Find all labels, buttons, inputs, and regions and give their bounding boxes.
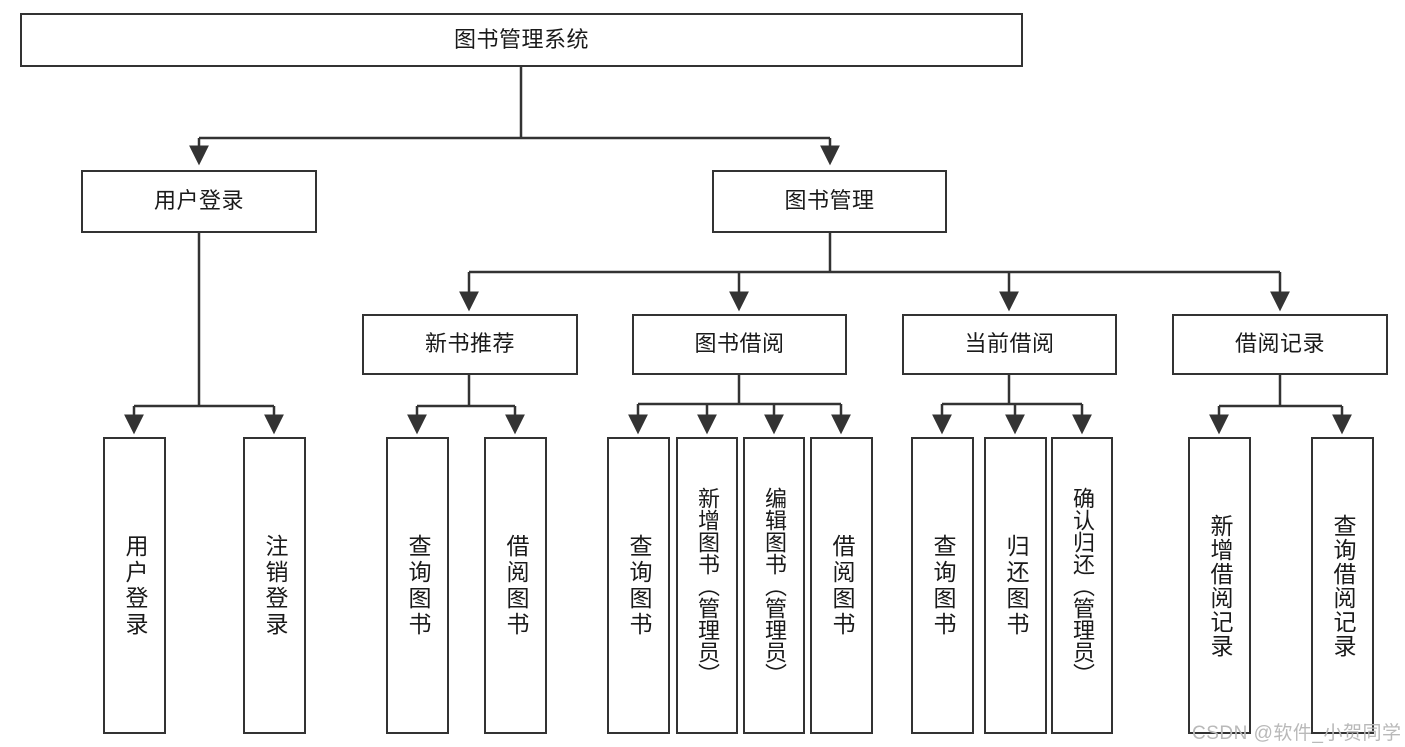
node-label: 图书管理系统 — [453, 26, 589, 52]
node-label: 图书管理 — [784, 188, 875, 214]
node-borrow-record[interactable]: 借阅记录 — [1172, 314, 1388, 375]
node-book-borrow[interactable]: 图书借阅 — [632, 314, 847, 375]
node-label: 查询借阅记录 — [1330, 513, 1356, 658]
node-label: 当前借阅 — [964, 331, 1055, 357]
node-leaf-query-borrow-record[interactable]: 查询借阅记录 — [1311, 437, 1374, 734]
node-label: 借阅图书 — [829, 533, 855, 638]
node-leaf-user-login[interactable]: 用户登录 — [103, 437, 166, 734]
node-label: 归还图书 — [1003, 533, 1029, 638]
node-label: 图书借阅 — [694, 331, 785, 357]
node-leaf-borrow-book[interactable]: 借阅图书 — [810, 437, 873, 734]
node-current-borrow[interactable]: 当前借阅 — [902, 314, 1117, 375]
node-label: 用户登录 — [122, 533, 148, 638]
node-user-login-module[interactable]: 用户登录 — [81, 170, 317, 233]
watermark-text: CSDN @软件_小贺同学 — [1192, 723, 1402, 744]
node-leaf-add-borrow-record[interactable]: 新增借阅记录 — [1188, 437, 1251, 734]
node-leaf-add-book-admin[interactable]: 新增图书（管理员） — [676, 437, 738, 734]
node-label: 注销登录 — [262, 533, 288, 638]
node-label: 查询图书 — [930, 533, 956, 638]
node-label: 新书推荐 — [424, 331, 515, 357]
node-new-book-recommend[interactable]: 新书推荐 — [362, 314, 578, 375]
node-label: 新增借阅记录 — [1207, 513, 1233, 658]
node-label: 编辑图书（管理员） — [762, 486, 787, 685]
node-leaf-borrow-book-new[interactable]: 借阅图书 — [484, 437, 547, 734]
node-label: 查询图书 — [405, 533, 431, 638]
node-label: 借阅图书 — [503, 533, 529, 638]
node-label: 确认归还（管理员） — [1070, 486, 1095, 685]
node-leaf-return-book[interactable]: 归还图书 — [984, 437, 1047, 734]
node-leaf-query-book-new[interactable]: 查询图书 — [386, 437, 449, 734]
node-leaf-query-book-current[interactable]: 查询图书 — [911, 437, 974, 734]
node-leaf-edit-book-admin[interactable]: 编辑图书（管理员） — [743, 437, 805, 734]
node-label: 用户登录 — [153, 188, 244, 214]
node-leaf-query-book-borrow[interactable]: 查询图书 — [607, 437, 670, 734]
node-leaf-confirm-return-admin[interactable]: 确认归还（管理员） — [1051, 437, 1113, 734]
node-label: 新增图书（管理员） — [695, 486, 720, 685]
node-label: 借阅记录 — [1234, 331, 1325, 357]
node-root-system[interactable]: 图书管理系统 — [20, 13, 1023, 67]
node-book-management-module[interactable]: 图书管理 — [712, 170, 947, 233]
node-label: 查询图书 — [626, 533, 652, 638]
node-leaf-logout[interactable]: 注销登录 — [243, 437, 306, 734]
